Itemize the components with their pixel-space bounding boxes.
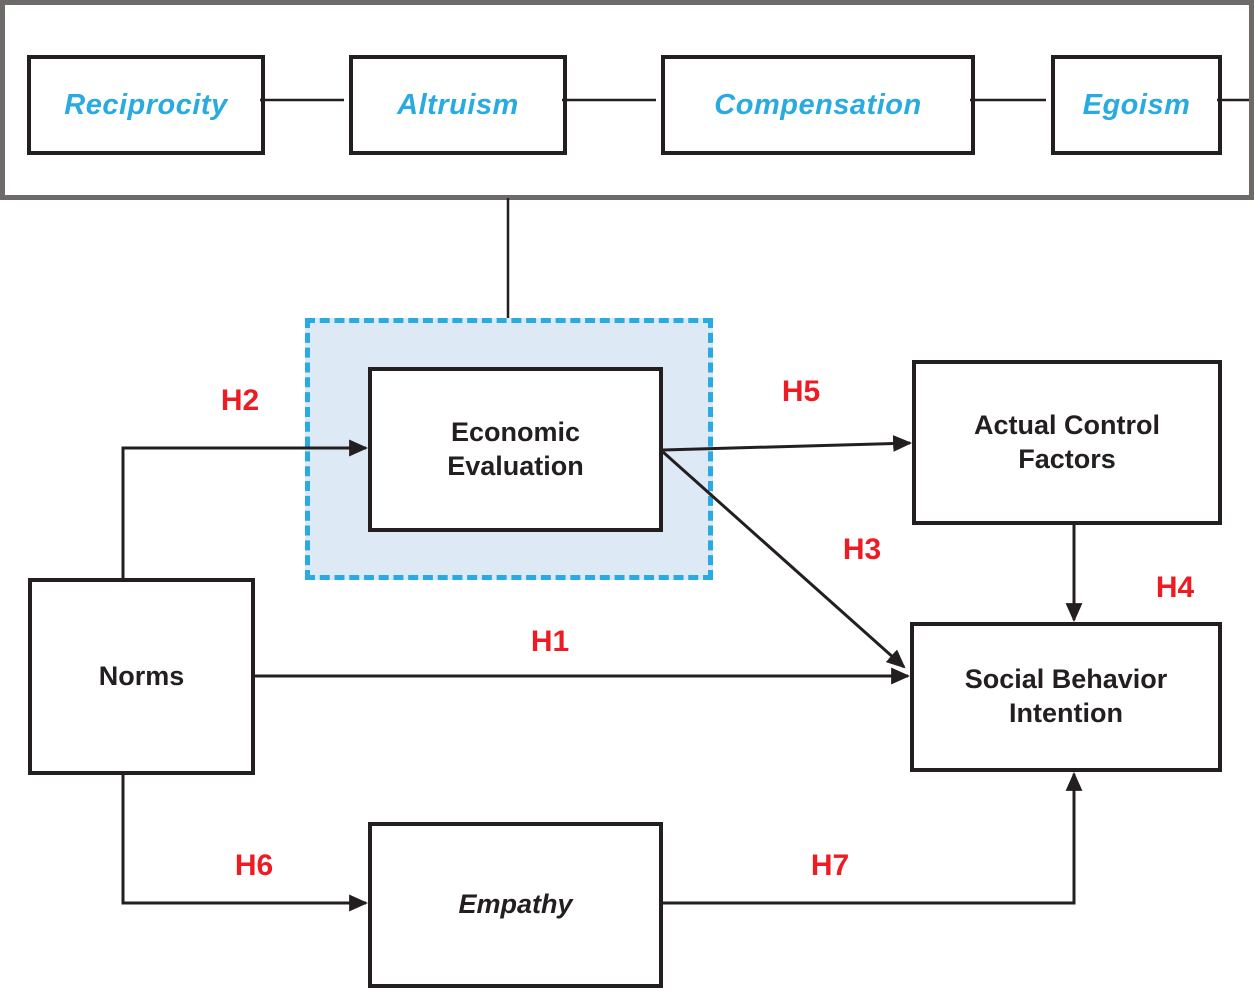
- box-altruism: Altruism: [349, 55, 567, 155]
- arrow-h7: [663, 771, 1083, 905]
- box-reciprocity-label: Reciprocity: [64, 88, 228, 121]
- node-empathy: Empathy: [368, 822, 663, 988]
- hypothesis-label-h1: H1: [530, 625, 570, 658]
- motivation-panel: Reciprocity Altruism Compensation Egoism: [0, 0, 1254, 200]
- node-empathy-label: Empathy: [458, 889, 573, 920]
- node-social-behavior-intention: Social Behavior Intention: [910, 622, 1222, 772]
- box-egoism: Egoism: [1051, 55, 1222, 155]
- box-reciprocity: Reciprocity: [27, 55, 265, 155]
- box-compensation: Compensation: [661, 55, 975, 155]
- node-norms: Norms: [28, 578, 255, 775]
- hypothesis-label-h4: H4: [1155, 571, 1195, 604]
- arrow-h6: [121, 775, 369, 912]
- node-economic-evaluation: Economic Evaluation: [368, 367, 663, 532]
- hypothesis-label-h6: H6: [234, 849, 274, 882]
- box-altruism-label: Altruism: [397, 88, 519, 121]
- hypothesis-label-h2: H2: [220, 384, 260, 417]
- hypothesis-label-h5: H5: [781, 375, 821, 408]
- node-actual-control-factors: Actual Control Factors: [912, 360, 1222, 525]
- node-actual-control-factors-label: Actual Control Factors: [974, 409, 1160, 474]
- box-egoism-label: Egoism: [1082, 88, 1191, 121]
- node-economic-evaluation-label: Economic Evaluation: [447, 416, 584, 481]
- hypothesis-label-h7: H7: [810, 849, 850, 882]
- box-compensation-label: Compensation: [714, 88, 922, 121]
- node-social-behavior-intention-label: Social Behavior Intention: [964, 664, 1168, 728]
- hypothesis-label-h3: H3: [842, 533, 882, 566]
- node-norms-label: Norms: [98, 660, 185, 691]
